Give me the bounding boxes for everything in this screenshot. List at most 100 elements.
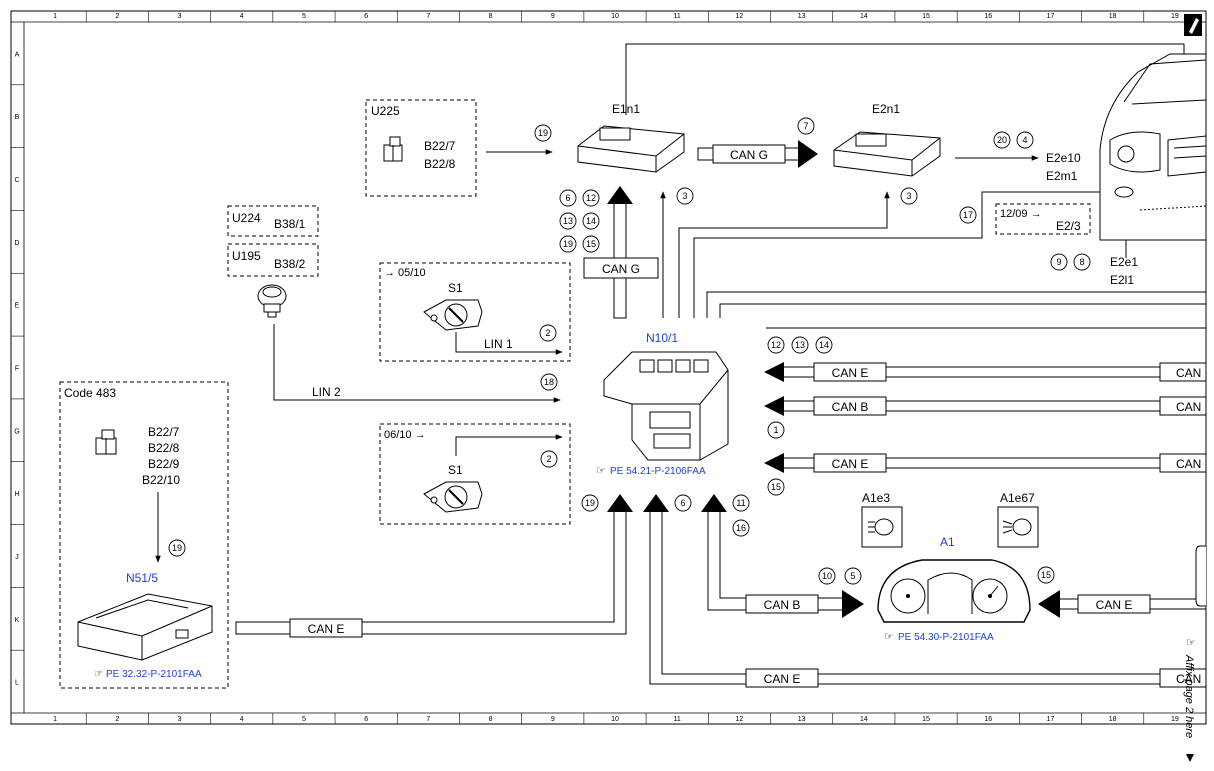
grid-column-top: 1 <box>53 13 57 20</box>
can-row-g-edge-label: CAN <box>1176 400 1201 414</box>
page-link-label: Affix page 2 here <box>1183 654 1195 738</box>
callout-15c: 15 <box>1037 566 1055 584</box>
control-unit-icon <box>77 593 213 661</box>
grid-column-bottom: 3 <box>178 716 182 723</box>
grid-column-bottom: 2 <box>115 716 119 723</box>
can-e-row-f-label: CAN E <box>832 366 869 380</box>
callouts: 19 7 20 4 6 12 13 14 19 15 3 3 17 9 8 2 … <box>168 117 1091 585</box>
n51-5-reference: PE 32.32-P-2101FAA <box>106 669 202 680</box>
vehicle-front-illustration <box>1099 53 1207 241</box>
e2-3-box: 12/09 → E2/3 <box>995 203 1091 235</box>
grid-column-top: 15 <box>922 13 930 20</box>
grid-column-top: 2 <box>115 13 119 20</box>
callout-14a: 14 <box>582 212 600 230</box>
callout-text: 14 <box>586 216 596 226</box>
reference-hand-icon: ☞ <box>884 631 894 643</box>
callout-text: 12 <box>771 340 781 350</box>
callout-text: 5 <box>850 571 855 581</box>
can-e-n51-label: CAN E <box>308 622 345 636</box>
a1-instrument-cluster: A1e3 A1e67 A1 ☞ PE 54.30-P-2101FAA <box>861 491 1039 643</box>
u225-title: U225 <box>371 104 400 118</box>
callout-19d: 19 <box>168 539 186 557</box>
e2-3-part: E2/3 <box>1056 219 1081 233</box>
callout-6b: 6 <box>674 494 692 512</box>
lin1-label: LIN 1 <box>484 337 513 351</box>
can-b-a1-label: CAN B <box>764 598 801 612</box>
callout-text: 11 <box>736 498 745 508</box>
grid-row-label: H <box>14 491 19 498</box>
grid-column-bottom: 15 <box>922 716 930 723</box>
u195-title: U195 <box>232 249 261 263</box>
e2m1-label: E2m1 <box>1046 169 1078 183</box>
callout-3a: 3 <box>676 187 694 205</box>
grid-row-label: D <box>14 240 19 247</box>
a1e67-label: A1e67 <box>1000 491 1035 505</box>
grid-column-top: 6 <box>364 13 368 20</box>
callout-19c: 19 <box>581 494 599 512</box>
u225-part-2: B22/8 <box>424 157 456 171</box>
switch-icon <box>423 481 483 513</box>
reference-hand-icon: ☞ <box>596 465 606 477</box>
can-e-a1-right-label: CAN E <box>1096 598 1133 612</box>
can-row-h-edge-label: CAN <box>1176 457 1201 471</box>
grid-column-bottom: 18 <box>1109 716 1117 723</box>
callout-text: 6 <box>680 498 685 508</box>
u224-part: B38/1 <box>274 217 306 231</box>
grid-column-top: 19 <box>1171 13 1179 20</box>
callout-13b: 13 <box>791 336 809 354</box>
e1n1-unit: E1n1 <box>577 102 685 173</box>
callout-12b: 12 <box>767 336 785 354</box>
u225-part-1: B22/7 <box>424 139 456 153</box>
grid-column-top: 7 <box>426 13 430 20</box>
callout-19a: 19 <box>534 124 552 142</box>
page-link: ☞ Affix page 2 here <box>1183 637 1196 762</box>
callout-3b: 3 <box>900 187 918 205</box>
n10-1-reference: PE 54.21-P-2106FAA <box>610 466 706 477</box>
callout-text: 3 <box>682 191 687 201</box>
grid-column-bottom: 10 <box>611 716 619 723</box>
grid-column-top: 18 <box>1109 13 1117 20</box>
callout-12a: 12 <box>582 189 600 207</box>
grid-column-bottom: 13 <box>798 716 806 723</box>
callout-text: 4 <box>1022 135 1027 145</box>
callout-text: 1 <box>773 425 778 435</box>
code483-part-1: B22/7 <box>148 425 180 439</box>
grid-row-label: A <box>15 51 20 58</box>
grid-column-bottom: 19 <box>1171 716 1179 723</box>
callout-text: 6 <box>565 193 570 203</box>
callout-text: 9 <box>1056 257 1061 267</box>
connector-icon <box>383 136 403 162</box>
a1-label: A1 <box>940 535 955 549</box>
code483-part-3: B22/9 <box>148 457 180 471</box>
callout-2b: 2 <box>540 450 558 468</box>
grid-column-top: 5 <box>302 13 306 20</box>
can-e-row-h-label: CAN E <box>832 457 869 471</box>
can-row-f-edge-label: CAN <box>1176 366 1201 380</box>
code483-part-2: B22/8 <box>148 441 180 455</box>
s1-0510-box: → 05/10 S1 LIN 1 <box>379 262 571 362</box>
u195-part: B38/2 <box>274 257 306 271</box>
grid-row-label: B <box>15 114 20 121</box>
callout-18: 18 <box>540 373 558 391</box>
callout-text: 12 <box>586 193 596 203</box>
u224-title: U224 <box>232 211 261 225</box>
callout-text: 2 <box>546 454 551 464</box>
grid-row-label: E <box>15 303 20 310</box>
a1-reference: PE 54.30-P-2101FAA <box>898 632 994 643</box>
callout-text: 2 <box>545 328 550 338</box>
can-g-horizontal-label: CAN G <box>730 148 768 162</box>
s1-0610-date: 06/10 → <box>384 429 426 441</box>
callout-20: 20 <box>993 131 1011 149</box>
callout-text: 8 <box>1079 257 1084 267</box>
connector-icon <box>95 429 117 455</box>
callout-text: 19 <box>585 498 595 508</box>
lin2-label: LIN 2 <box>312 385 341 399</box>
grid-column-bottom: 12 <box>736 716 744 723</box>
grid-column-bottom: 11 <box>674 716 681 723</box>
callout-text: 16 <box>736 523 746 533</box>
reference-hand-icon: ☞ <box>1186 637 1196 649</box>
callout-text: 19 <box>172 543 182 553</box>
grid-column-top: 12 <box>736 13 744 20</box>
n10-1-unit: N10/1 ☞ PE 54.21-P-2106FAA <box>596 331 729 477</box>
grid-column-bottom: 14 <box>860 716 868 723</box>
